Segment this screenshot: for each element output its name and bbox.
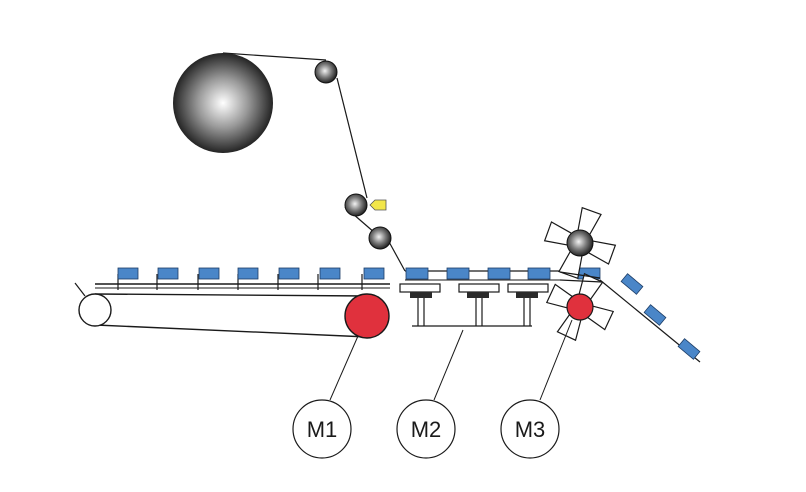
label-m3: M3 bbox=[515, 417, 546, 442]
fin-seal-section bbox=[399, 283, 549, 327]
product-item bbox=[487, 267, 511, 280]
products-infeed bbox=[117, 267, 385, 280]
product-item bbox=[446, 267, 470, 280]
product-item bbox=[527, 267, 551, 280]
product-item bbox=[643, 304, 667, 326]
product-item bbox=[405, 267, 429, 280]
product-item bbox=[237, 267, 259, 280]
motor-m3 bbox=[545, 272, 615, 342]
product-item bbox=[117, 267, 139, 280]
product-item bbox=[157, 267, 179, 280]
cross-sealer-upper bbox=[543, 206, 617, 280]
callout-m2: M2 bbox=[396, 399, 456, 459]
product-item bbox=[677, 338, 701, 360]
sensor-icon bbox=[369, 199, 387, 211]
label-m1: M1 bbox=[307, 417, 338, 442]
callout-m1: M1 bbox=[292, 399, 352, 459]
motor-m1 bbox=[344, 293, 390, 339]
product-item bbox=[319, 267, 341, 280]
product-item bbox=[363, 267, 385, 280]
leader-lines bbox=[329, 319, 573, 401]
product-item bbox=[278, 267, 300, 280]
product-item bbox=[620, 273, 644, 295]
infeed-conveyor bbox=[74, 282, 390, 338]
film-reel bbox=[173, 53, 273, 153]
guide-roller-bottom bbox=[368, 226, 392, 250]
product-item bbox=[198, 267, 220, 280]
film-web bbox=[222, 52, 560, 272]
products-outfeed bbox=[620, 273, 701, 360]
guide-roller-top bbox=[314, 60, 338, 84]
label-m2: M2 bbox=[411, 417, 442, 442]
guide-roller-middle bbox=[344, 193, 368, 217]
callout-m3: M3 bbox=[500, 399, 560, 459]
